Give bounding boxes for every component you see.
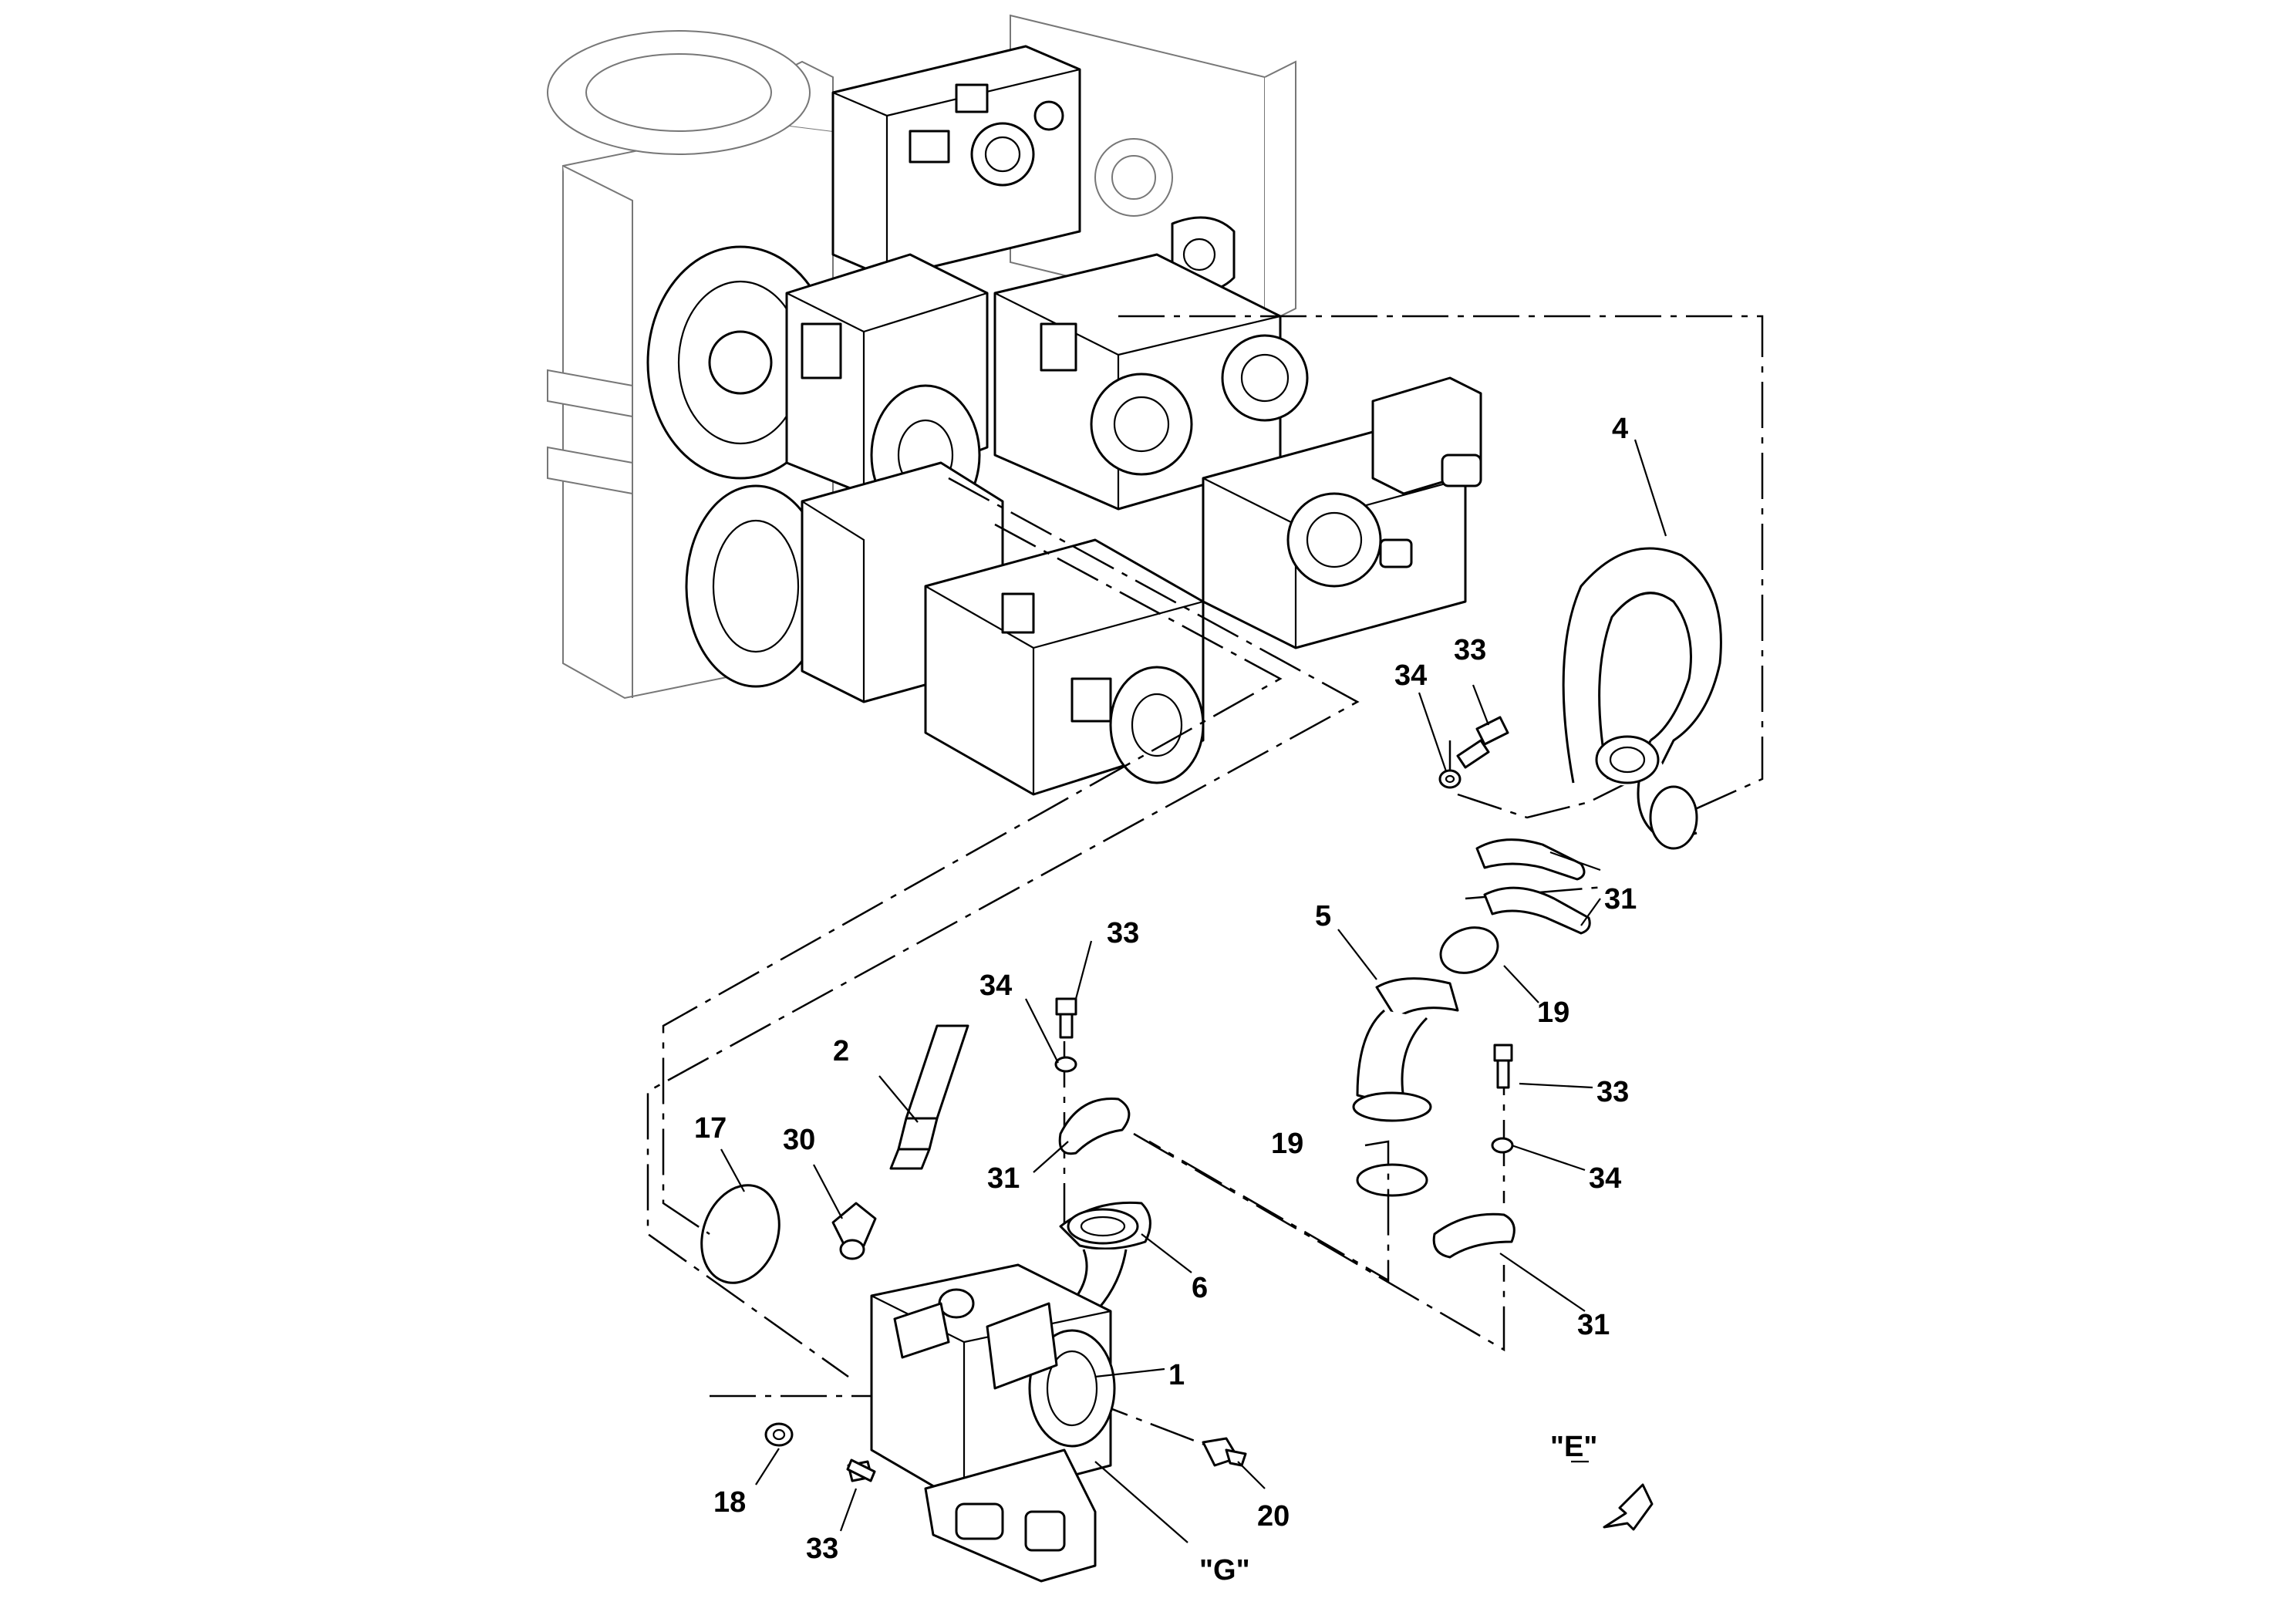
- sensor-plug: [1202, 1437, 1247, 1467]
- washer-top: [1438, 769, 1462, 789]
- bolt-middle: [1055, 997, 1077, 1039]
- sensor-probe: [889, 1024, 969, 1170]
- callout-33-bottom: 33: [806, 1533, 838, 1565]
- callout-6: 6: [1192, 1272, 1208, 1304]
- split-flange-clamps-upper: [1475, 838, 1591, 935]
- callout-33-top: 33: [1454, 634, 1486, 666]
- bolt-bottom: [846, 1458, 876, 1482]
- background-pump-lower: [685, 461, 1205, 796]
- callout-33-middle: 33: [1107, 917, 1139, 949]
- callout-33-right: 33: [1596, 1076, 1629, 1108]
- bolt-top: [1456, 716, 1509, 769]
- callout-18: 18: [713, 1486, 746, 1519]
- main-pump: [870, 1263, 1116, 1583]
- o-ring-large: [700, 1184, 781, 1284]
- callout-1: 1: [1168, 1359, 1185, 1391]
- background-pump-right: [1202, 376, 1482, 649]
- bolt-right: [1493, 1044, 1513, 1089]
- callout-4: 4: [1612, 413, 1628, 445]
- view-label-E: "E": [1550, 1431, 1597, 1463]
- washer-right: [1491, 1137, 1514, 1154]
- hose-assembly: [1562, 547, 1722, 850]
- callout-31-middle: 31: [987, 1162, 1020, 1195]
- callout-20: 20: [1257, 1500, 1290, 1533]
- callout-19-lower: 19: [1271, 1128, 1303, 1160]
- callout-31-upper: 31: [1604, 883, 1637, 916]
- o-ring-upper: [1439, 926, 1499, 974]
- leader-lines: [720, 439, 1667, 1543]
- callout-34-top: 34: [1394, 659, 1427, 692]
- background-pump-middle: [993, 253, 1309, 511]
- callout-5: 5: [1315, 900, 1331, 932]
- callout-34-right: 34: [1589, 1162, 1621, 1195]
- o-ring-lower: [1356, 1163, 1428, 1197]
- callout-G: "G": [1199, 1554, 1250, 1587]
- washer-middle: [1054, 1056, 1077, 1073]
- callout-17: 17: [694, 1112, 727, 1145]
- callout-34-middle: 34: [979, 969, 1012, 1002]
- view-direction-arrow: [1603, 1483, 1654, 1531]
- callout-30: 30: [783, 1124, 815, 1156]
- washer-bottom: [764, 1422, 794, 1447]
- callout-19-upper: 19: [1537, 996, 1569, 1029]
- split-flange-clamp-right: [1432, 1212, 1515, 1259]
- callout-2: 2: [833, 1035, 849, 1067]
- split-flange-clamp-middle: [1058, 1098, 1131, 1155]
- callout-labels: 4 33 34 31 5 19 33 34 2 17 30 31 19 33 3…: [694, 413, 1637, 1587]
- elbow-fitting: [831, 1202, 877, 1260]
- elbow-tube: [1352, 977, 1459, 1122]
- callout-31-right: 31: [1577, 1309, 1610, 1341]
